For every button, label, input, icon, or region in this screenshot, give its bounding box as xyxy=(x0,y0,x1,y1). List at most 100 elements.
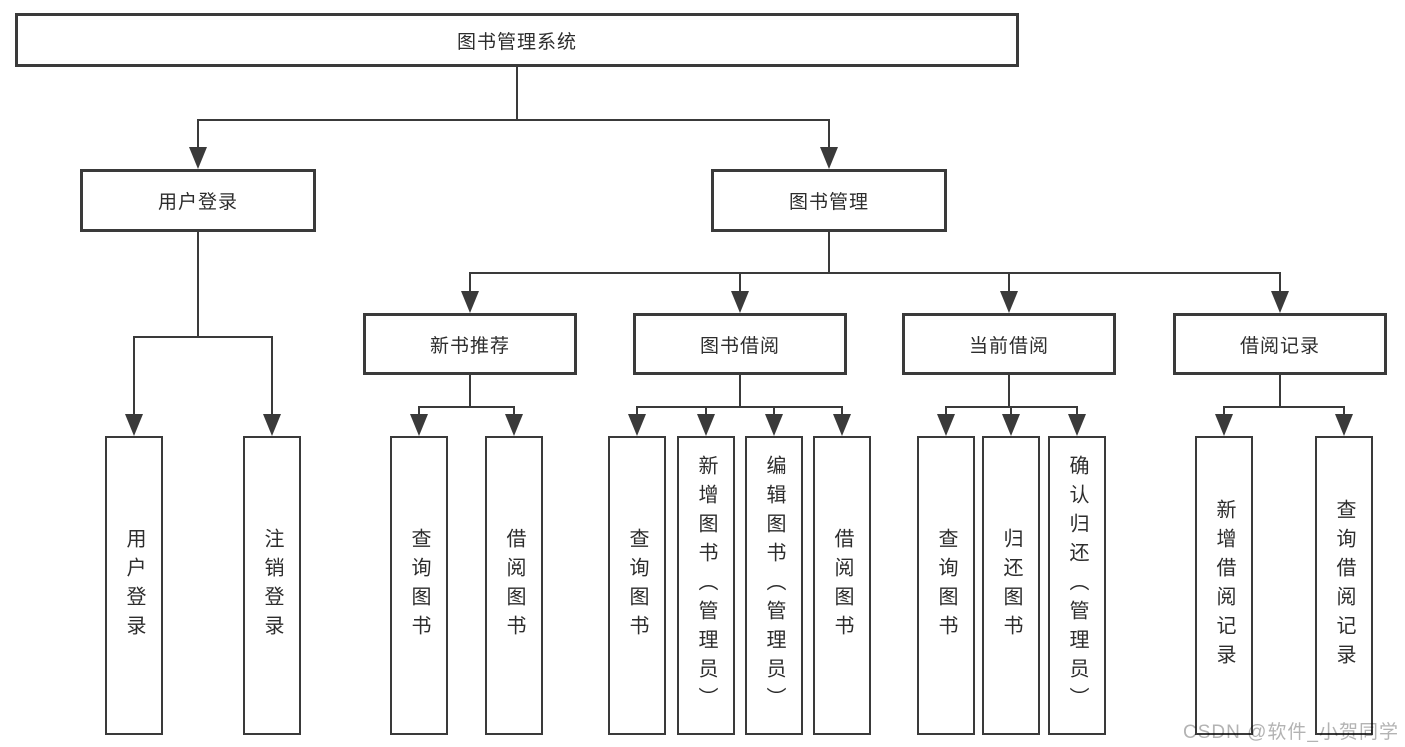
connector-arrow-leaf xyxy=(1335,406,1353,436)
leaf-label: 借阅图书 xyxy=(503,527,525,644)
arrowhead-down-icon xyxy=(1335,414,1353,436)
arrow-shaft xyxy=(773,406,775,416)
leaf-logout: 注销登录 xyxy=(243,436,301,735)
arrow-shaft xyxy=(1343,406,1345,416)
connector-level2-rail xyxy=(197,119,830,121)
connector-arrow-leaf xyxy=(765,406,783,436)
arrowhead-down-icon xyxy=(937,414,955,436)
arrowhead-down-icon xyxy=(833,414,851,436)
connector-arrow-leaf xyxy=(1068,406,1086,436)
arrow-shaft xyxy=(271,336,273,416)
arrowhead-down-icon xyxy=(820,147,838,169)
connector-records-stem xyxy=(1279,375,1281,406)
leaf-confirm-return-admin: 确认归还（管理员） xyxy=(1048,436,1106,735)
connector-new-book-stem xyxy=(469,375,471,406)
connector-user-login-stem xyxy=(197,232,199,336)
arrowhead-down-icon xyxy=(628,414,646,436)
leaf-add-borrow-record: 新增借阅记录 xyxy=(1195,436,1253,735)
section-label: 新书推荐 xyxy=(429,335,510,357)
section-label: 借阅记录 xyxy=(1239,335,1320,357)
section-box-book-borrowing: 图书借阅 xyxy=(633,313,847,375)
leaf-label: 查询图书 xyxy=(935,527,957,644)
connector-borrowing-stem xyxy=(739,375,741,406)
section-box-new-book-recommend: 新书推荐 xyxy=(363,313,577,375)
connector-root-stem xyxy=(516,67,518,119)
leaf-borrow-book-borrowing: 借阅图书 xyxy=(813,436,871,735)
leaf-query-book-current: 查询图书 xyxy=(917,436,975,735)
leaf-label: 查询借阅记录 xyxy=(1333,498,1355,673)
arrow-shaft xyxy=(705,406,707,416)
connector-arrow-leaf xyxy=(833,406,851,436)
connector-arrow-leaf xyxy=(697,406,715,436)
leaf-label: 归还图书 xyxy=(1000,527,1022,644)
arrowhead-down-icon xyxy=(697,414,715,436)
arrow-shaft xyxy=(469,272,471,293)
arrow-shaft xyxy=(945,406,947,416)
leaf-user-login: 用户登录 xyxy=(105,436,163,735)
connector-records-rail xyxy=(1223,406,1345,408)
arrowhead-down-icon xyxy=(461,291,479,313)
root-box-library-system: 图书管理系统 xyxy=(15,13,1019,67)
connector-level3-rail xyxy=(469,272,1281,274)
connector-arrow-logout-leaf xyxy=(263,336,281,436)
branch-box-book-management: 图书管理 xyxy=(711,169,947,232)
arrow-shaft xyxy=(418,406,420,416)
leaf-label: 用户登录 xyxy=(123,527,145,644)
arrow-shaft xyxy=(1010,406,1012,416)
leaf-query-book-recommend: 查询图书 xyxy=(390,436,448,735)
leaf-add-book-admin: 新增图书（管理员） xyxy=(677,436,735,735)
arrow-shaft xyxy=(133,336,135,416)
leaf-borrow-book-recommend: 借阅图书 xyxy=(485,436,543,735)
arrowhead-down-icon xyxy=(1000,291,1018,313)
leaf-label: 注销登录 xyxy=(261,527,283,644)
arrow-shaft xyxy=(828,119,830,149)
leaf-label: 查询图书 xyxy=(626,527,648,644)
connector-borrowing-rail xyxy=(636,406,843,408)
root-label: 图书管理系统 xyxy=(456,31,577,53)
leaf-query-borrow-record: 查询借阅记录 xyxy=(1315,436,1373,735)
connector-new-book-rail xyxy=(418,406,515,408)
connector-user-login-rail xyxy=(133,336,273,338)
arrow-shaft xyxy=(1076,406,1078,416)
arrowhead-down-icon xyxy=(1068,414,1086,436)
arrowhead-down-icon xyxy=(189,147,207,169)
leaf-label: 查询图书 xyxy=(408,527,430,644)
leaf-label: 确认归还（管理员） xyxy=(1066,455,1088,716)
connector-arrow-records xyxy=(1271,272,1289,313)
leaf-label: 新增图书（管理员） xyxy=(695,455,717,716)
leaf-query-book-borrowing: 查询图书 xyxy=(608,436,666,735)
branch-box-user-login: 用户登录 xyxy=(80,169,316,232)
branch-label: 图书管理 xyxy=(788,192,869,213)
arrowhead-down-icon xyxy=(505,414,523,436)
arrow-shaft xyxy=(1279,272,1281,293)
leaf-label: 编辑图书（管理员） xyxy=(763,455,785,716)
arrow-shaft xyxy=(1223,406,1225,416)
arrowhead-down-icon xyxy=(1002,414,1020,436)
section-box-current-borrowing: 当前借阅 xyxy=(902,313,1116,375)
section-label: 当前借阅 xyxy=(968,335,1049,357)
leaf-edit-book-admin: 编辑图书（管理员） xyxy=(745,436,803,735)
connector-arrow-current xyxy=(1000,272,1018,313)
connector-arrow-new-book xyxy=(461,272,479,313)
connector-arrow-leaf xyxy=(1215,406,1233,436)
branch-label: 用户登录 xyxy=(157,192,238,213)
arrow-shaft xyxy=(841,406,843,416)
section-label: 图书借阅 xyxy=(699,335,780,357)
arrow-shaft xyxy=(197,119,199,149)
connector-arrow-book-management xyxy=(820,119,838,169)
connector-arrow-user-login xyxy=(189,119,207,169)
connector-arrow-leaf xyxy=(628,406,646,436)
connector-arrow-leaf xyxy=(937,406,955,436)
leaf-label: 新增借阅记录 xyxy=(1213,498,1235,673)
arrowhead-down-icon xyxy=(1271,291,1289,313)
arrowhead-down-icon xyxy=(125,414,143,436)
connector-arrow-leaf xyxy=(505,406,523,436)
connector-arrow-login-leaf xyxy=(125,336,143,436)
arrow-shaft xyxy=(1008,272,1010,293)
leaf-label: 借阅图书 xyxy=(831,527,853,644)
arrowhead-down-icon xyxy=(263,414,281,436)
arrowhead-down-icon xyxy=(731,291,749,313)
connector-current-stem xyxy=(1008,375,1010,406)
arrowhead-down-icon xyxy=(410,414,428,436)
